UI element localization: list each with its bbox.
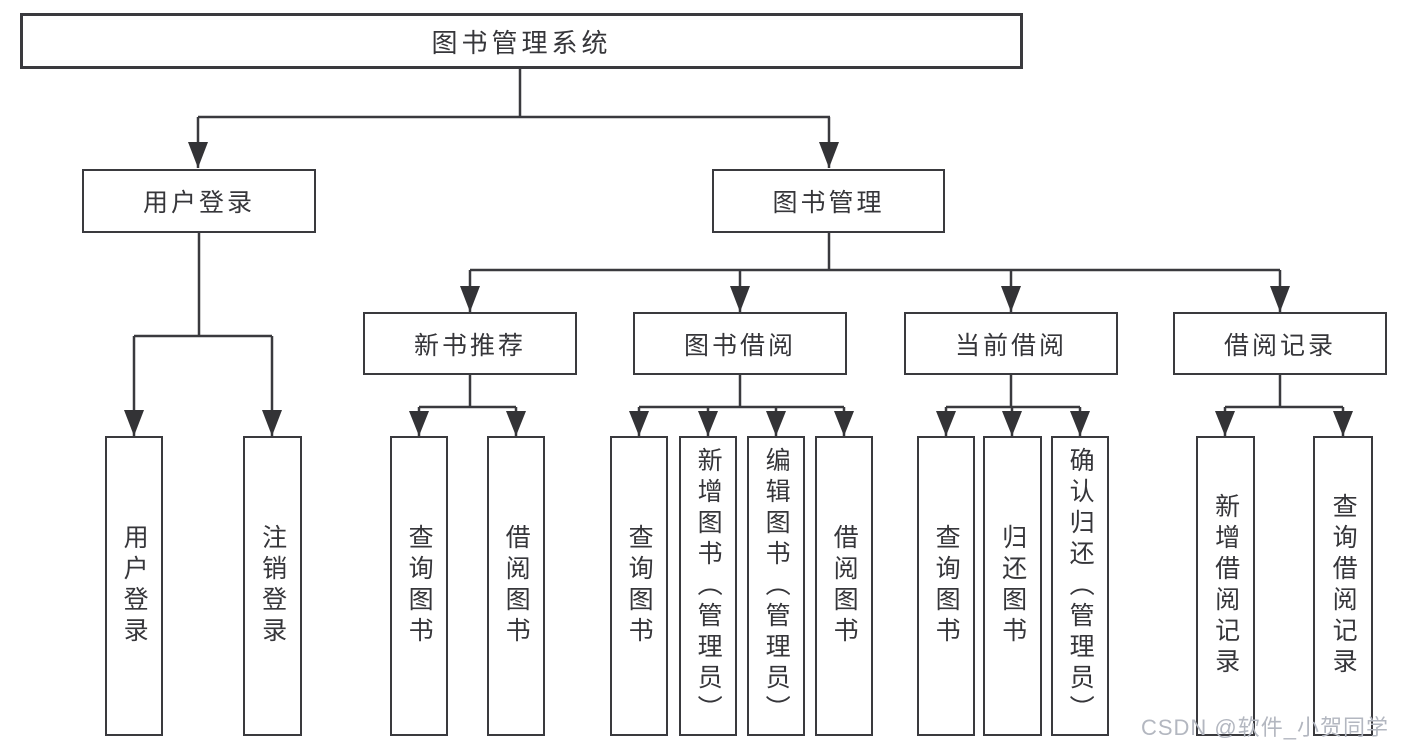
node-book-management-label: 图书管理 [772, 189, 885, 217]
node-borrow-records-label: 借阅记录 [1223, 331, 1336, 360]
edges-book-borrow [629, 375, 854, 436]
leaf-add-borrow-record: 新增借阅记录 [1196, 436, 1255, 736]
edges-new-book-recommend [409, 375, 526, 436]
arrowhead [936, 411, 956, 436]
arrowhead [834, 411, 854, 436]
leaf-query-books-borrow-label: 查询图书 [625, 524, 654, 648]
leaf-borrow-books: 借阅图书 [815, 436, 873, 736]
arrowhead [124, 410, 144, 436]
leaf-query-books-current-label: 查询图书 [932, 524, 961, 648]
node-new-book-recommend-label: 新书推荐 [413, 331, 526, 360]
leaf-borrow-books-label: 借阅图书 [830, 524, 859, 648]
node-book-management: 图书管理 [712, 169, 945, 233]
leaf-borrow-books-recommend-label: 借阅图书 [502, 524, 531, 648]
edges-borrow-records [1215, 375, 1353, 436]
leaf-query-borrow-record: 查询借阅记录 [1313, 436, 1373, 736]
leaf-query-borrow-record-label: 查询借阅记录 [1329, 493, 1358, 679]
arrowhead [1270, 286, 1290, 312]
leaf-query-books-current: 查询图书 [917, 436, 975, 736]
arrowhead [1215, 411, 1235, 436]
edges-book-management [460, 233, 1290, 312]
node-new-book-recommend: 新书推荐 [363, 312, 577, 375]
arrowhead [698, 411, 718, 436]
leaf-edit-books-admin-label: 编辑图书（管理员） [762, 446, 791, 726]
leaf-confirm-return-admin-label: 确认归还（管理员） [1066, 446, 1095, 726]
arrowhead [1001, 286, 1021, 312]
arrowhead [188, 142, 208, 168]
arrowhead [460, 286, 480, 312]
arrowhead [409, 411, 429, 436]
arrowhead [629, 411, 649, 436]
leaf-user-login-label: 用户登录 [120, 524, 149, 648]
leaf-borrow-books-recommend: 借阅图书 [487, 436, 545, 736]
node-book-borrow: 图书借阅 [633, 312, 847, 375]
leaf-query-books-recommend: 查询图书 [390, 436, 448, 736]
edges-current-borrow [936, 375, 1090, 436]
leaf-query-books-borrow: 查询图书 [610, 436, 668, 736]
node-borrow-records: 借阅记录 [1173, 312, 1387, 375]
arrowhead [1333, 411, 1353, 436]
leaf-user-login: 用户登录 [105, 436, 163, 736]
arrowhead [819, 142, 839, 168]
edges-user-login [124, 233, 282, 436]
leaf-edit-books-admin: 编辑图书（管理员） [747, 436, 805, 736]
leaf-confirm-return-admin: 确认归还（管理员） [1051, 436, 1109, 736]
node-book-borrow-label: 图书借阅 [683, 331, 796, 360]
edges-root [188, 69, 839, 168]
csdn-watermark: CSDN @软件_小贺同学 [1140, 715, 1389, 740]
leaf-logout-label: 注销登录 [258, 524, 287, 648]
leaf-query-books-recommend-label: 查询图书 [405, 524, 434, 648]
node-root-label: 图书管理系统 [431, 27, 612, 58]
node-user-login-label: 用户登录 [142, 189, 255, 217]
arrowhead [730, 286, 750, 312]
node-current-borrow-label: 当前借阅 [954, 331, 1067, 360]
leaf-logout: 注销登录 [243, 436, 302, 736]
leaf-add-books-admin-label: 新增图书（管理员） [694, 446, 723, 726]
leaf-add-books-admin: 新增图书（管理员） [679, 436, 737, 736]
arrowhead [1070, 411, 1090, 436]
arrowhead [262, 410, 282, 436]
arrowhead [766, 411, 786, 436]
leaf-return-books: 归还图书 [983, 436, 1042, 736]
node-current-borrow: 当前借阅 [904, 312, 1118, 375]
arrowhead [1002, 411, 1022, 436]
leaf-add-borrow-record-label: 新增借阅记录 [1211, 493, 1240, 679]
node-user-login: 用户登录 [82, 169, 316, 233]
leaf-return-books-label: 归还图书 [998, 524, 1027, 648]
node-root: 图书管理系统 [20, 13, 1023, 69]
arrowhead [506, 411, 526, 436]
